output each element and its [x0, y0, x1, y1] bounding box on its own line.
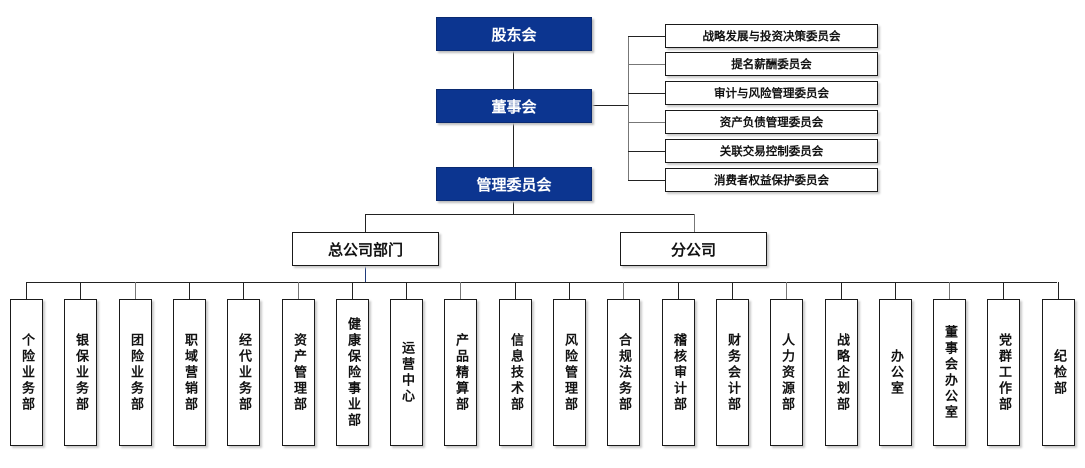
- line-headquarters-down: [365, 265, 366, 282]
- line-committee-branch: [628, 64, 665, 65]
- committee-label: 提名薪酬委员会: [731, 57, 812, 71]
- committee-label: 资产负债管理委员会: [719, 115, 824, 129]
- line-department-drop: [569, 282, 570, 299]
- line-department-drop: [1058, 282, 1059, 299]
- line-department-drop: [352, 282, 353, 299]
- line-committee-branch: [628, 122, 665, 123]
- department-label: 产品精算部: [453, 332, 468, 413]
- department-label: 纪检部: [1051, 348, 1066, 397]
- line-department-drop: [841, 282, 842, 299]
- department-box[interactable]: 个险业务部: [10, 299, 43, 446]
- department-label: 团险业务部: [128, 332, 143, 413]
- department-box[interactable]: 团险业务部: [119, 299, 152, 446]
- department-box[interactable]: 风险管理部: [553, 299, 586, 446]
- department-box[interactable]: 稽核审计部: [662, 299, 695, 446]
- committee-label: 审计与风险管理委员会: [714, 86, 829, 100]
- line-board-committees: [591, 105, 629, 106]
- department-label: 健康保险事业部: [345, 316, 360, 429]
- department-label: 经代业务部: [236, 332, 251, 413]
- department-label: 银保业务部: [73, 332, 88, 413]
- committee-box[interactable]: 资产负债管理委员会: [665, 110, 878, 134]
- line-department-drop: [895, 282, 896, 299]
- line-committee-trunk: [628, 36, 629, 180]
- department-label: 办公室: [888, 348, 903, 397]
- line-board-management: [513, 122, 514, 168]
- department-label: 个险业务部: [19, 332, 34, 413]
- line-shareholders-board: [513, 50, 514, 90]
- department-box[interactable]: 经代业务部: [227, 299, 260, 446]
- department-label: 风险管理部: [562, 332, 577, 413]
- line-department-drop: [732, 282, 733, 299]
- department-box[interactable]: 产品精算部: [444, 299, 477, 446]
- line-department-drop: [189, 282, 190, 299]
- department-box[interactable]: 董事会办公室: [933, 299, 966, 446]
- department-box[interactable]: 人力资源部: [770, 299, 803, 446]
- department-label: 信息技术部: [508, 332, 523, 413]
- department-label: 董事会办公室: [942, 324, 957, 421]
- subsidiary-box[interactable]: 分公司: [620, 232, 767, 266]
- line-department-drop: [1003, 282, 1004, 299]
- line-department-drop: [678, 282, 679, 299]
- department-label: 稽核审计部: [671, 332, 686, 413]
- line-department-drop: [623, 282, 624, 299]
- shareholders-label: 股东会: [491, 25, 537, 44]
- line-department-bus: [26, 282, 1057, 283]
- committee-label: 消费者权益保护委员会: [714, 173, 829, 187]
- department-box[interactable]: 运营中心: [390, 299, 423, 446]
- department-label: 人力资源部: [779, 332, 794, 413]
- board-box[interactable]: 董事会: [436, 89, 592, 123]
- line-committee-branch: [628, 93, 665, 94]
- department-box[interactable]: 银保业务部: [64, 299, 97, 446]
- department-box[interactable]: 纪检部: [1042, 299, 1075, 446]
- department-box[interactable]: 党群工作部: [987, 299, 1020, 446]
- department-box[interactable]: 健康保险事业部: [336, 299, 369, 446]
- department-label: 合规法务部: [616, 332, 631, 413]
- line-department-drop: [460, 282, 461, 299]
- department-label: 运营中心: [399, 340, 414, 405]
- department-box[interactable]: 合规法务部: [607, 299, 640, 446]
- department-box[interactable]: 办公室: [879, 299, 912, 446]
- line-department-drop: [515, 282, 516, 299]
- committee-box[interactable]: 提名薪酬委员会: [665, 52, 878, 76]
- line-management-down: [513, 200, 514, 214]
- department-box[interactable]: 资产管理部: [282, 299, 315, 446]
- management-label: 管理委员会: [476, 175, 552, 194]
- line-to-headquarters: [365, 214, 366, 233]
- committee-box[interactable]: 消费者权益保护委员会: [665, 168, 878, 192]
- line-department-drop: [298, 282, 299, 299]
- department-label: 资产管理部: [291, 332, 306, 413]
- headquarters-label: 总公司部门: [327, 240, 403, 259]
- committee-label: 关联交易控制委员会: [719, 144, 824, 158]
- line-to-subsidiary: [694, 214, 695, 233]
- department-box[interactable]: 财务会计部: [716, 299, 749, 446]
- line-committee-branch: [628, 151, 665, 152]
- committee-box[interactable]: 战略发展与投资决策委员会: [665, 24, 878, 48]
- department-box[interactable]: 信息技术部: [499, 299, 532, 446]
- board-label: 董事会: [491, 97, 537, 116]
- line-committee-branch: [628, 180, 665, 181]
- committee-box[interactable]: 审计与风险管理委员会: [665, 81, 878, 105]
- line-department-drop: [406, 282, 407, 299]
- line-branch-bus: [365, 214, 695, 215]
- line-department-drop: [135, 282, 136, 299]
- department-label: 党群工作部: [996, 332, 1011, 413]
- headquarters-box[interactable]: 总公司部门: [292, 232, 439, 266]
- department-box[interactable]: 职域营销部: [173, 299, 206, 446]
- line-department-drop: [80, 282, 81, 299]
- management-box[interactable]: 管理委员会: [436, 167, 592, 201]
- department-box[interactable]: 战略企划部: [825, 299, 858, 446]
- department-label: 财务会计部: [725, 332, 740, 413]
- subsidiary-label: 分公司: [670, 240, 716, 259]
- line-department-drop: [243, 282, 244, 299]
- committee-label: 战略发展与投资决策委员会: [702, 29, 841, 43]
- committee-box[interactable]: 关联交易控制委员会: [665, 139, 878, 163]
- line-department-drop: [26, 282, 27, 299]
- shareholders-box[interactable]: 股东会: [436, 17, 592, 51]
- department-label: 战略企划部: [834, 332, 849, 413]
- department-label: 职域营销部: [182, 332, 197, 413]
- line-department-drop: [949, 282, 950, 299]
- line-department-drop: [786, 282, 787, 299]
- line-committee-branch: [628, 36, 665, 37]
